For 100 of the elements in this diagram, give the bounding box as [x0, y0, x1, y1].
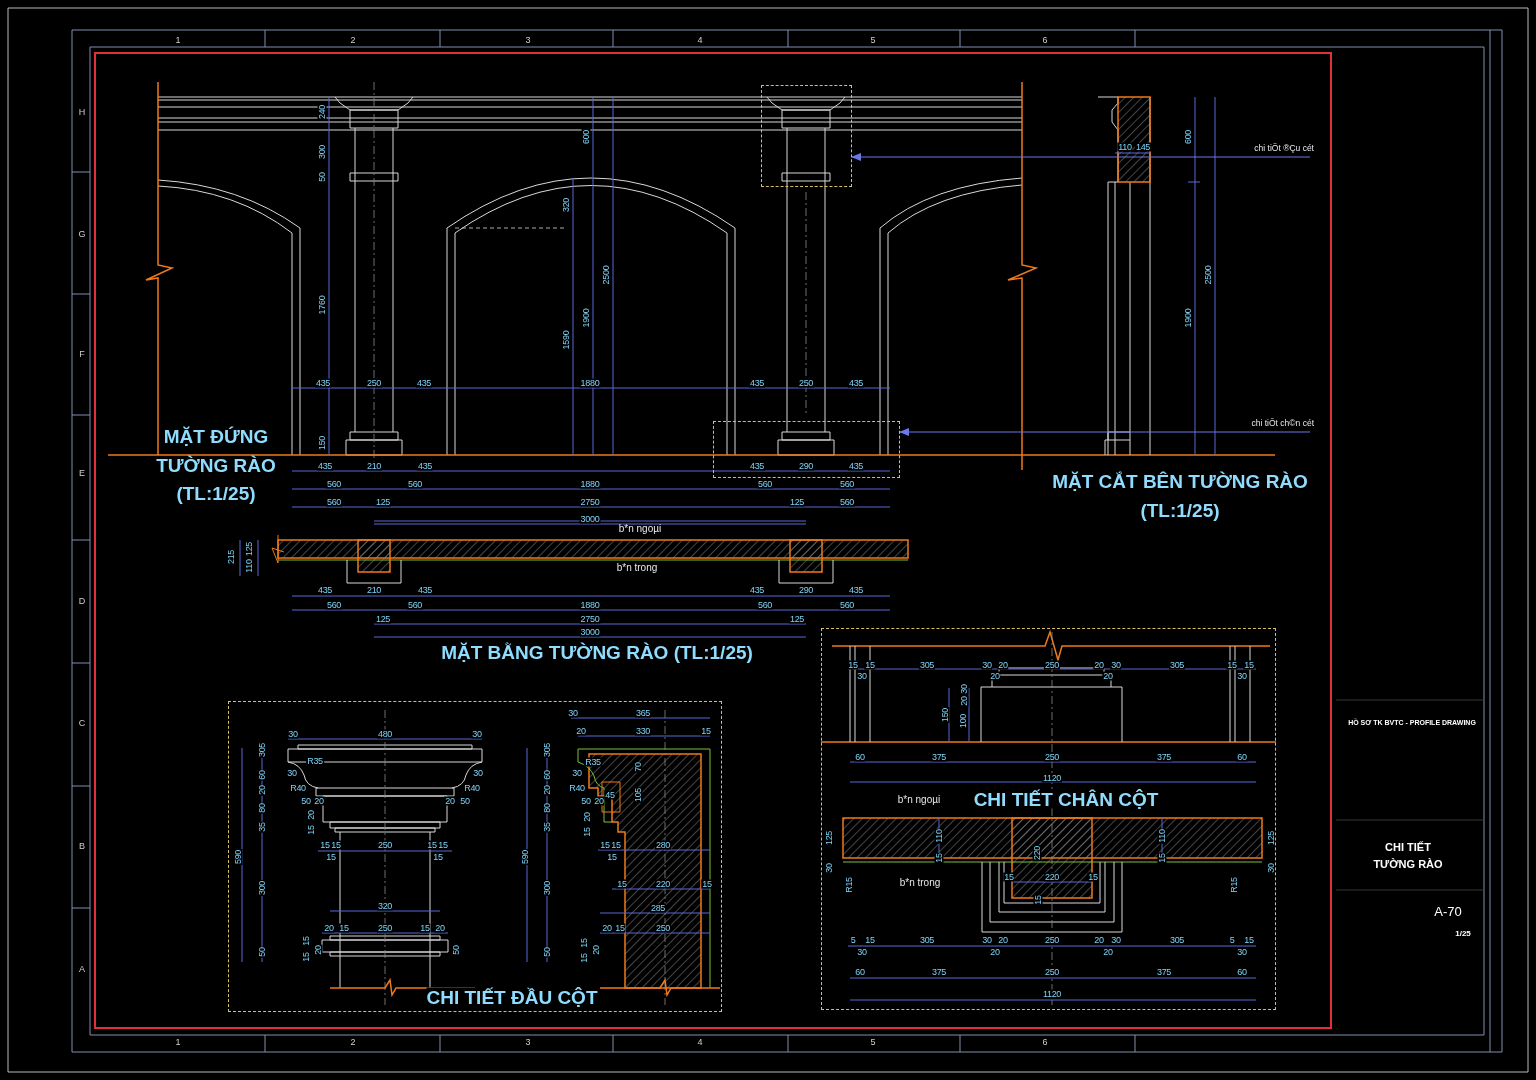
dimension-label: 105: [633, 786, 643, 804]
dimension-label: 1900: [581, 307, 591, 329]
dimension-label: 1120: [1041, 989, 1063, 999]
dimension-label: 560: [325, 479, 343, 489]
dimension-label: 320: [376, 901, 394, 911]
dimension-label: 435: [748, 461, 766, 471]
dimension-label: R35: [584, 757, 602, 767]
dimension-label: 2750: [579, 497, 601, 507]
dimension-label: 375: [1155, 752, 1173, 762]
dimension-label: 560: [325, 600, 343, 610]
dimension-label: R15: [1229, 876, 1239, 894]
dimension-label: 20: [593, 796, 605, 806]
grid-label: 5: [870, 1037, 876, 1047]
dimension-label: 300: [257, 879, 267, 897]
dimension-label: 20: [542, 784, 552, 796]
dimension-label: 30: [287, 729, 299, 739]
dimension-label: 250: [1043, 935, 1061, 945]
dimension-label: 435: [847, 461, 865, 471]
grid-label: 1: [175, 1037, 181, 1047]
dimension-label: 30: [856, 671, 868, 681]
dimension-label: 125: [1266, 829, 1276, 847]
dimension-label: 435: [416, 461, 434, 471]
dimension-label: 20: [997, 935, 1009, 945]
dimension-label: 220: [1043, 872, 1061, 882]
dimension-label: 50: [257, 946, 267, 958]
dimension-label: 35: [257, 821, 267, 833]
dimension-label: 435: [415, 378, 433, 388]
side-note: b*n trong: [899, 878, 941, 888]
dimension-label: 15: [306, 824, 316, 836]
dimension-label: 20: [306, 809, 316, 821]
leader-line: [851, 153, 1311, 161]
dimension-label: 150: [940, 706, 950, 724]
dimension-label: 20: [582, 811, 592, 823]
dimension-label: 560: [756, 600, 774, 610]
dimension-label: 435: [316, 585, 334, 595]
dimension-label: 250: [797, 378, 815, 388]
view-title: MẶT CẮT BÊN TƯỜNG RÀO (TL:1/25): [1051, 469, 1309, 523]
dimension-label: 30: [1110, 660, 1122, 670]
dimension-label: 15: [614, 923, 626, 933]
dimension-label: 15: [432, 852, 444, 862]
dimension-label: 20: [959, 695, 969, 707]
grid-label: G: [78, 229, 86, 239]
grid-label: E: [79, 468, 85, 478]
dimension-label: 110: [1117, 142, 1133, 152]
view-title: CHI TIẾT CHÂN CỘT: [973, 789, 1159, 809]
dimension-label: 3000: [579, 514, 601, 524]
side-note: b*n ngoµi: [897, 795, 941, 805]
dimension-label: 435: [748, 585, 766, 595]
dimension-label: 50: [580, 796, 592, 806]
dimension-label: R35: [306, 756, 324, 766]
dimension-label: R15: [844, 876, 854, 894]
dimension-label: 305: [1168, 660, 1186, 670]
dimension-label: 60: [854, 752, 866, 762]
dimension-label: 110: [934, 828, 944, 844]
dimension-label: 30: [1110, 935, 1122, 945]
dimension-label: 15: [301, 935, 311, 947]
dimension-label: 305: [918, 660, 936, 670]
dimension-label: 15: [616, 879, 628, 889]
leader-line: [899, 428, 1311, 436]
dimension-label: 435: [416, 585, 434, 595]
dimension-label: 50: [300, 796, 312, 806]
side-note: b*n trong: [616, 563, 658, 573]
dimension-label: 30: [286, 768, 298, 778]
dimension-label: 250: [1043, 752, 1061, 762]
dimension-label: 250: [376, 923, 394, 933]
dimension-label: 375: [930, 967, 948, 977]
dimension-label: 15: [599, 840, 611, 850]
dimension-label: 20: [444, 796, 456, 806]
dimension-label: 210: [365, 461, 383, 471]
dimension-label: 250: [376, 840, 394, 850]
dimension-label: 1590: [561, 329, 571, 351]
dimension-label: 290: [797, 461, 815, 471]
dimension-label: 30: [1266, 862, 1276, 874]
dimension-label: 70: [633, 761, 643, 773]
dimension-label: 250: [365, 378, 383, 388]
dimension-label: 125: [244, 540, 254, 558]
dimension-label: 1120: [1041, 773, 1063, 783]
dimension-label: 15: [606, 852, 618, 862]
dimension-label: 50: [317, 171, 327, 183]
dimension-label: 435: [316, 461, 334, 471]
dimension-label: 20: [575, 726, 587, 736]
dimension-label: 20: [989, 947, 1001, 957]
dimension-label: 50: [451, 944, 461, 956]
dimension-label: 305: [257, 741, 267, 759]
dimension-label: 15: [325, 852, 337, 862]
dimension-label: 365: [634, 708, 652, 718]
dimension-label: 80: [542, 802, 552, 814]
dimension-label: 20: [257, 784, 267, 796]
grid-label: 5: [870, 35, 876, 45]
dimension-label: 30: [981, 660, 993, 670]
dimension-label: 600: [581, 128, 591, 146]
dimension-label: 110: [1157, 828, 1167, 844]
dimension-label: 15: [1087, 872, 1099, 882]
dimension-label: 125: [788, 497, 806, 507]
dimension-label: 15: [330, 840, 342, 850]
dimension-label: 250: [1043, 660, 1061, 670]
view-title: MẶT ĐỨNG TƯỜNG RÀO (TL:1/25): [155, 425, 277, 507]
dimension-label: 30: [856, 947, 868, 957]
dimension-label: 15: [437, 840, 449, 850]
dimension-label: 30: [824, 862, 834, 874]
